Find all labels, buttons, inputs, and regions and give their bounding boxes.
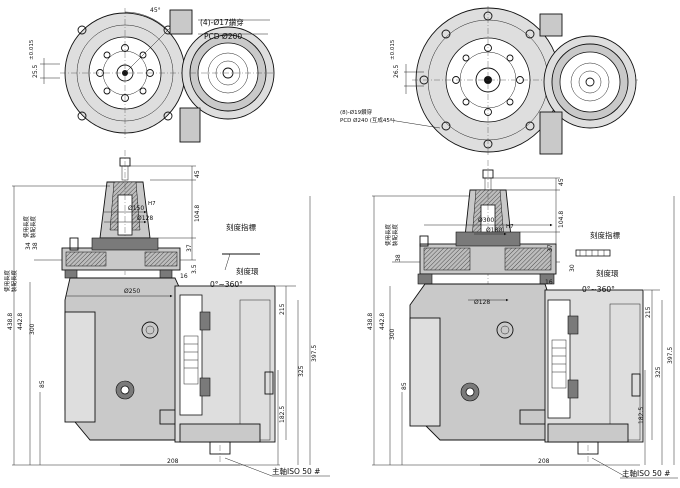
use-length-r: 使用長度 xyxy=(384,223,392,246)
dim-37-r: 37 xyxy=(547,244,554,252)
dim-104-8: 104.8 xyxy=(194,205,201,222)
spindle-label: 主軸ISO 50 # xyxy=(272,466,320,476)
dim-34: 34 xyxy=(25,242,32,250)
dim-397-5-r: 397.5 xyxy=(667,347,674,364)
right-dimensions xyxy=(372,177,675,466)
dim-300: 300 xyxy=(29,323,36,335)
dim-442-8-r: 442.8 xyxy=(379,313,386,330)
dim-16: 16 xyxy=(180,273,188,280)
dim-397-5: 397.5 xyxy=(311,345,318,362)
spindle-label-r: 主軸ISO 50 # xyxy=(622,468,670,478)
assembly-length-a: 裝配長度 xyxy=(29,215,37,238)
dim-25-5: 25.5 xyxy=(32,64,39,78)
left-dimensions xyxy=(12,165,311,466)
right-drawing: 26.5 ±0.015 (8)-Ø19鑽穿 PCD Ø240 (互成45°) xyxy=(340,6,678,479)
dia-128: Ø128 xyxy=(137,215,153,222)
dim-37: 37 xyxy=(186,244,193,252)
scale-pointer-label: 刻度指標 xyxy=(226,222,256,232)
holes-label: (4)-Ø17鑽穿 xyxy=(200,17,244,27)
scale-ring-label-r: 刻度環 xyxy=(596,268,619,278)
dim-182-5-r: 182.5 xyxy=(638,407,645,424)
dia-150-tol: H7 xyxy=(148,201,156,207)
left-drawing: 45° (4)-Ø17鑽穿 PCD Ø200 25.5 ±0.015 xyxy=(3,7,330,477)
dim-30-r: 30 xyxy=(569,264,576,272)
use-length-a: 使用長度 xyxy=(22,215,30,238)
left-top-view xyxy=(40,8,275,143)
dia-250: Ø250 xyxy=(124,288,140,295)
tol-26-5: ±0.015 xyxy=(390,39,396,60)
assembly-length-r: 裝配長度 xyxy=(391,223,399,246)
dim-182-5: 182.5 xyxy=(279,406,286,423)
tol-25-5: ±0.015 xyxy=(29,39,35,60)
holes-label-r: (8)-Ø19鑽穿 xyxy=(340,108,373,116)
dia-180-r: Ø180 xyxy=(486,227,502,234)
dim-16-r: 16 xyxy=(545,279,553,286)
dim-85-r: 85 xyxy=(401,382,408,390)
dim-45: 45 xyxy=(194,170,201,178)
rotation-label-r: 0°~360° xyxy=(582,285,615,294)
dim-215-r: 215 xyxy=(645,306,652,318)
dim-325: 325 xyxy=(298,365,305,377)
dim-104-8-r: 104.8 xyxy=(558,211,565,228)
dim-38-r: 38 xyxy=(395,254,402,262)
dim-208-r: 208 xyxy=(538,458,550,465)
use-length-b: 使用長度 xyxy=(3,269,11,292)
dim-3-5: 3.5 xyxy=(191,264,198,274)
dim-438-8-r: 438.8 xyxy=(367,313,374,330)
pcd-label: PCD Ø200 xyxy=(204,32,242,41)
dim-438-8: 438.8 xyxy=(7,313,14,330)
right-side-view xyxy=(409,160,644,462)
dim-325-r: 325 xyxy=(655,366,662,378)
dim-26-5: 26.5 xyxy=(393,64,400,78)
rotation-label: 0°~360° xyxy=(210,280,243,289)
dim-300-r: 300 xyxy=(389,328,396,340)
dia-180-tol-r: H7 xyxy=(506,224,514,230)
scale-ring-label: 刻度環 xyxy=(236,266,259,276)
dim-208: 208 xyxy=(167,458,179,465)
dim-215: 215 xyxy=(279,303,286,315)
dim-85: 85 xyxy=(39,380,46,388)
right-top-view xyxy=(404,6,640,155)
dia-300-r: Ø300 xyxy=(478,217,494,224)
dim-45-r: 45 xyxy=(558,178,565,186)
dim-38: 38 xyxy=(32,242,39,250)
pcd-label-r: PCD Ø240 (互成45°) xyxy=(340,116,395,124)
dim-442-8: 442.8 xyxy=(17,313,24,330)
dia-128-r: Ø128 xyxy=(474,299,490,306)
left-side-view xyxy=(61,150,276,462)
scale-pointer-label-r: 刻度指標 xyxy=(590,230,620,240)
assembly-length-b: 裝配長度 xyxy=(10,269,18,292)
dia-150: Ø150 xyxy=(128,205,144,212)
angle-label: 45° xyxy=(150,7,161,14)
